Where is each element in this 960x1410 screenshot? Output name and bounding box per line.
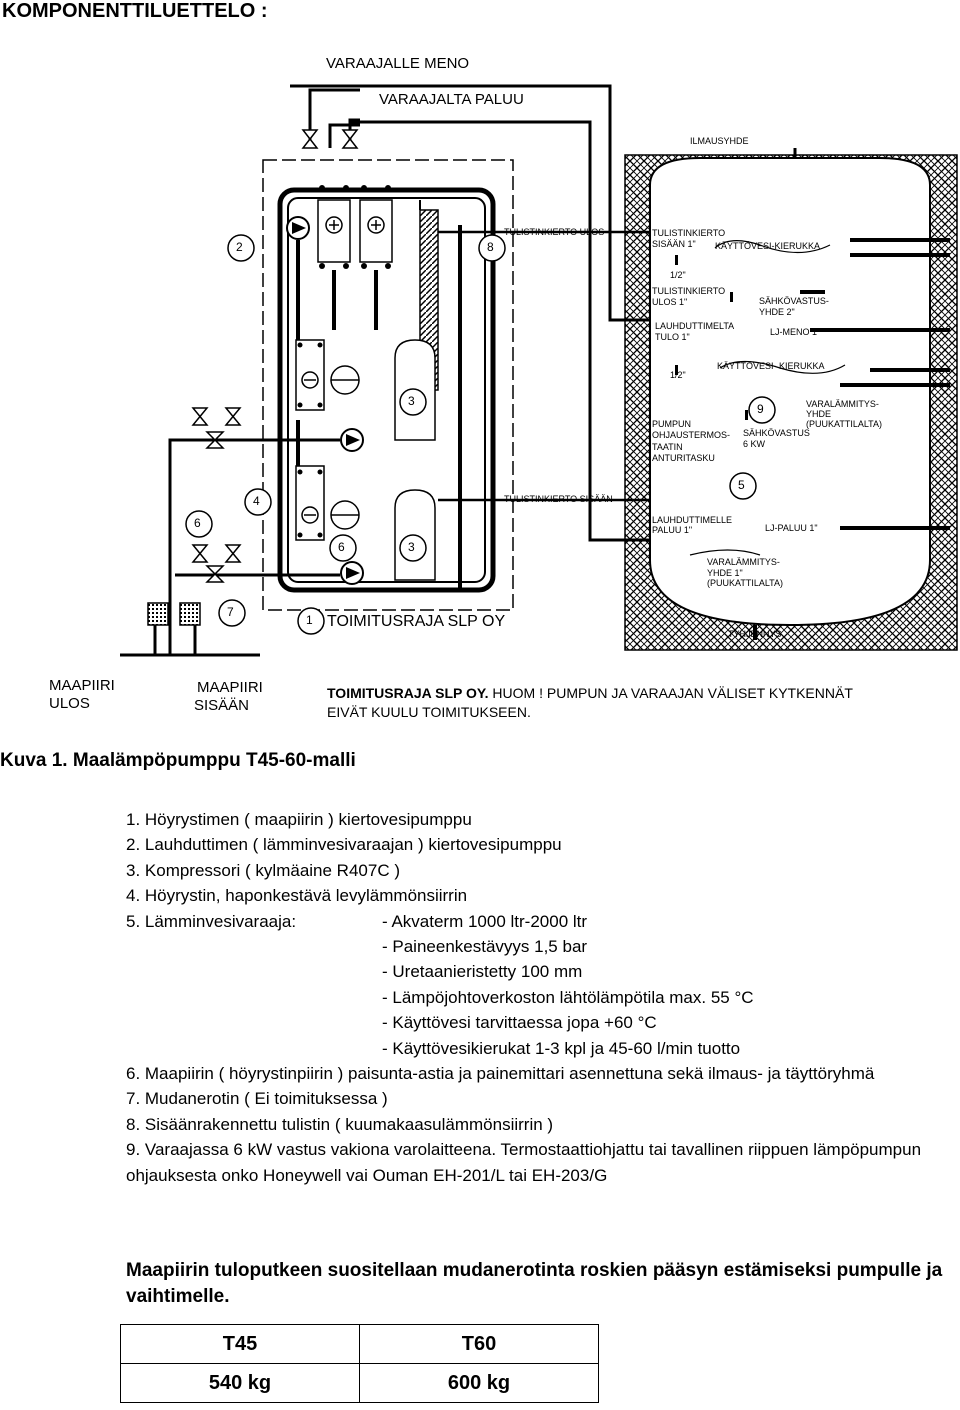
label-varaajalle-meno: VARAAJALLE MENO: [326, 55, 470, 72]
num-4: 4: [253, 494, 260, 508]
list-item-detail: - Lämpöjohtoverkoston lähtölämpötila max…: [382, 987, 754, 1007]
tank-label: YHDE 2": [759, 307, 795, 317]
num-6a: 6: [194, 516, 201, 530]
tank-label: SISÄÄN 1": [652, 239, 696, 249]
num-6b: 6: [338, 540, 345, 554]
tank-label: LAUHDUTTIMELLE: [652, 515, 733, 525]
tank-label: TULO 1": [655, 332, 690, 342]
list-item: 7. Mudanerotin ( Ei toimituksessa ): [126, 1089, 388, 1109]
table-header: T60: [359, 1324, 599, 1364]
delivery-boundary: [262, 159, 514, 611]
tank-label: ANTURITASKU: [652, 453, 715, 463]
table-header: T45: [120, 1324, 360, 1364]
tank-label: LAUHDUTTIMELTA: [655, 321, 735, 331]
num-9: 9: [757, 402, 764, 416]
label-tulistinkierto-ulos: TULISTINKIERTO ULOS: [504, 227, 605, 237]
num-3b: 3: [408, 540, 415, 554]
list-item-detail: - Akvaterm 1000 ltr-2000 ltr: [382, 911, 588, 931]
mud-separator-2: [179, 602, 201, 626]
tank-label: (PUUKATTILALTA): [806, 419, 883, 429]
list-item-detail: - Käyttövesi tarvittaessa jopa +60 °C: [382, 1013, 657, 1033]
table-cell: 540 kg: [120, 1363, 360, 1403]
list-item: 3. Kompressori ( kylmäaine R407C ): [126, 860, 400, 880]
figure-caption: Kuva 1. Maalämpöpumppu T45-60-malli: [0, 750, 356, 771]
label-maapiiri-sisaan: MAAPIIRI: [197, 679, 263, 696]
list-item-label: 5. Lämminvesivaraaja:: [126, 911, 297, 931]
num-3a: 3: [408, 394, 415, 408]
label-maapiiri-ulos: ULOS: [49, 695, 90, 712]
num-5: 5: [738, 478, 745, 492]
weight-table: T45 T60 540 kg 600 kg: [120, 1324, 599, 1403]
label-maapiiri-ulos: MAAPIIRI: [49, 677, 115, 694]
label-tulistinkierto-sisaan: TULISTINKIERTO SISÄÄN: [504, 494, 613, 504]
tank-label: OHJAUSTERMOS-: [652, 430, 731, 440]
num-1: 1: [306, 613, 313, 627]
delivery-note-line2: EIVÄT KUULU TOIMITUKSEEN.: [327, 704, 531, 720]
list-item: 4. Höyrystin, haponkestävä levylämmönsii…: [126, 886, 468, 906]
num-2: 2: [236, 240, 243, 254]
label-ilmausyhde: ILMAUSYHDE: [690, 136, 749, 146]
delivery-note: TOIMITUSRAJA SLP OY. HUOM ! PUMPUN JA VA…: [327, 685, 853, 701]
tank-label: YHDE: [806, 409, 832, 419]
heat-pump-diagram: [120, 84, 958, 657]
label-varaajalta-paluu: VARAAJALTA PALUU: [379, 91, 524, 108]
tank-label: TULISTINKIERTO: [652, 228, 726, 238]
list-item: 2. Lauhduttimen ( lämminvesivaraajan ) k…: [126, 835, 562, 855]
tank-label: TULISTINKIERTO: [652, 286, 726, 296]
tank-label: 1/2": [670, 370, 686, 380]
num-8: 8: [487, 240, 494, 254]
list-item: 9. Varaajassa 6 kW vastus vakiona varola…: [126, 1140, 922, 1185]
list-item-detail: - Käyttövesikierukat 1-3 kpl ja 45-60 l/…: [382, 1038, 741, 1058]
tank-label: SÄHKÖVASTUS-: [759, 296, 829, 306]
tank-label: ULOS 1": [652, 297, 688, 307]
tank-label: LJ-MENO 1": [770, 327, 821, 337]
tank-label: PALUU 1": [652, 525, 693, 535]
tank-label: YHDE 1": [707, 568, 743, 578]
tank-label: KÄYTTÖVESI- KIERUKKA: [717, 361, 825, 371]
label-maapiiri-sisaan: SISÄÄN: [194, 697, 250, 714]
tank-label: SÄHKÖVASTUS: [743, 428, 810, 438]
tank-label: TAATIN: [652, 442, 683, 452]
recommendation-text: Maapiirin tuloputkeen suositellaan mudan…: [126, 1260, 943, 1307]
component-list: 1. Höyrystimen ( maapiirin ) kiertovesip…: [126, 807, 956, 1188]
list-item: 5. Lämminvesivaraaja: - Akvaterm 1000 lt…: [126, 909, 956, 934]
list-item: 6. Maapiirin ( höyrystinpiirin ) paisunt…: [126, 1064, 875, 1084]
table-cell: 600 kg: [359, 1363, 599, 1403]
tank-label: PUMPUN: [652, 419, 692, 429]
tank-label: LJ-PALUU 1": [765, 523, 818, 533]
label-toimitusraja: TOIMITUSRAJA SLP OY: [327, 613, 506, 630]
num-7: 7: [227, 605, 234, 619]
list-item-detail: - Paineenkestävyys 1,5 bar: [382, 937, 588, 957]
tank-label: 1/2": [670, 270, 686, 280]
mud-separator-1: [147, 602, 169, 626]
tank-label: (PUUKATTILALTA): [707, 578, 784, 588]
page-title: KOMPONENTTILUETTELO :: [2, 0, 268, 22]
storage-tank: [649, 157, 931, 627]
tank-label: VARALÄMMITYS-: [707, 557, 780, 567]
list-item: 1. Höyrystimen ( maapiirin ) kiertovesip…: [126, 810, 472, 829]
tank-label: TYHJENNYS: [728, 629, 782, 639]
tank-label: KÄYTTÖVESI-KIERUKKA: [715, 241, 821, 251]
list-item: 8. Sisäänrakennettu tulistin ( kuumakaas…: [126, 1114, 554, 1134]
tank-label: 6 KW: [743, 439, 766, 449]
list-item-detail: - Uretaanieristetty 100 mm: [382, 962, 583, 982]
tank-label: VARALÄMMITYS-: [806, 399, 879, 409]
